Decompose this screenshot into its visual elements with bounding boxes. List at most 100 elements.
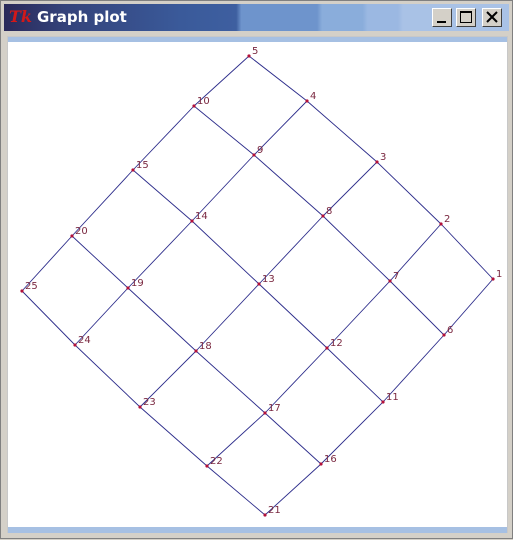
node-label-18: 18 — [199, 341, 212, 352]
node-20[interactable] — [70, 234, 74, 238]
edge-9-10 — [193, 105, 255, 156]
edge-7-8 — [322, 215, 391, 282]
node-12[interactable] — [325, 346, 329, 350]
edge-7-12 — [326, 280, 391, 349]
node-3[interactable] — [375, 160, 379, 164]
node-22[interactable] — [205, 464, 209, 468]
node-label-7: 7 — [393, 271, 399, 282]
edge-6-11 — [382, 334, 445, 403]
node-17[interactable] — [263, 411, 267, 415]
canvas-top-border — [8, 37, 507, 42]
title-bar[interactable]: Tk Graph plot — [4, 4, 509, 31]
node-label-3: 3 — [380, 152, 386, 163]
node-24[interactable] — [73, 343, 77, 347]
edge-8-9 — [253, 154, 324, 217]
node-label-9: 9 — [257, 145, 263, 156]
graph-edges — [21, 55, 494, 516]
node-label-1: 1 — [496, 269, 502, 280]
minimize-button[interactable] — [432, 8, 452, 27]
node-5[interactable] — [247, 54, 251, 58]
edge-12-17 — [264, 347, 328, 414]
edge-21-22 — [206, 465, 266, 516]
edge-2-7 — [389, 223, 442, 282]
node-label-13: 13 — [262, 274, 275, 285]
node-10[interactable] — [192, 104, 196, 108]
edge-23-24 — [74, 344, 141, 408]
node-label-19: 19 — [131, 278, 144, 289]
node-25[interactable] — [20, 289, 24, 293]
window-title: Graph plot — [37, 8, 127, 26]
edge-13-14 — [191, 220, 260, 285]
edge-14-19 — [127, 220, 193, 289]
node-label-14: 14 — [195, 211, 208, 222]
edge-9-14 — [191, 154, 255, 222]
edge-5-10 — [193, 55, 250, 107]
node-label-4: 4 — [310, 91, 316, 102]
edge-3-4 — [306, 100, 378, 163]
node-label-12: 12 — [330, 338, 343, 349]
node-21[interactable] — [263, 513, 267, 517]
edge-10-15 — [132, 105, 195, 171]
edge-17-22 — [206, 412, 266, 467]
edge-22-23 — [139, 406, 208, 467]
edge-4-9 — [253, 100, 308, 156]
edge-8-13 — [258, 215, 324, 285]
node-label-21: 21 — [268, 505, 281, 516]
node-14[interactable] — [190, 219, 194, 223]
edge-20-25 — [21, 235, 73, 292]
node-label-24: 24 — [78, 335, 91, 346]
edge-2-3 — [376, 161, 442, 225]
edge-14-15 — [132, 169, 193, 222]
edge-24-25 — [21, 290, 76, 346]
node-15[interactable] — [131, 168, 135, 172]
canvas-bottom-border — [8, 527, 507, 533]
edge-13-18 — [195, 283, 260, 352]
node-label-11: 11 — [386, 392, 399, 403]
node-16[interactable] — [319, 462, 323, 466]
node-23[interactable] — [138, 405, 142, 409]
graph-nodes: 1234567891011121314151617181920212223242… — [20, 46, 502, 517]
node-18[interactable] — [194, 349, 198, 353]
node-label-2: 2 — [444, 214, 450, 225]
edge-11-16 — [320, 401, 384, 465]
node-label-25: 25 — [25, 281, 38, 292]
node-6[interactable] — [442, 333, 446, 337]
node-label-15: 15 — [136, 160, 149, 171]
close-icon — [486, 11, 498, 23]
node-4[interactable] — [305, 99, 309, 103]
edge-16-17 — [264, 412, 322, 465]
node-13[interactable] — [257, 282, 261, 286]
node-label-17: 17 — [268, 403, 281, 414]
edge-19-24 — [74, 287, 129, 346]
node-label-8: 8 — [326, 206, 332, 217]
edge-11-12 — [326, 347, 384, 403]
edge-16-21 — [264, 463, 322, 516]
node-8[interactable] — [321, 214, 325, 218]
minimize-icon — [437, 21, 446, 23]
edge-12-13 — [258, 283, 328, 349]
edge-18-19 — [127, 287, 197, 352]
node-2[interactable] — [439, 222, 443, 226]
node-9[interactable] — [252, 153, 256, 157]
edge-4-5 — [248, 55, 308, 102]
tk-app-icon[interactable]: Tk — [9, 7, 32, 26]
maximize-icon — [460, 11, 472, 23]
edge-1-2 — [440, 223, 494, 280]
edge-15-20 — [71, 169, 134, 237]
edge-3-8 — [322, 161, 378, 217]
edge-1-6 — [443, 278, 494, 336]
edge-19-20 — [71, 235, 129, 289]
node-label-20: 20 — [75, 226, 88, 237]
node-19[interactable] — [126, 286, 130, 290]
node-label-16: 16 — [324, 454, 337, 465]
node-label-23: 23 — [143, 397, 156, 408]
node-label-10: 10 — [197, 96, 210, 107]
node-7[interactable] — [388, 279, 392, 283]
maximize-button[interactable] — [456, 8, 476, 27]
node-1[interactable] — [491, 277, 495, 281]
close-button[interactable] — [482, 8, 502, 27]
node-label-6: 6 — [447, 325, 453, 336]
node-11[interactable] — [381, 400, 385, 404]
node-label-22: 22 — [210, 456, 223, 467]
